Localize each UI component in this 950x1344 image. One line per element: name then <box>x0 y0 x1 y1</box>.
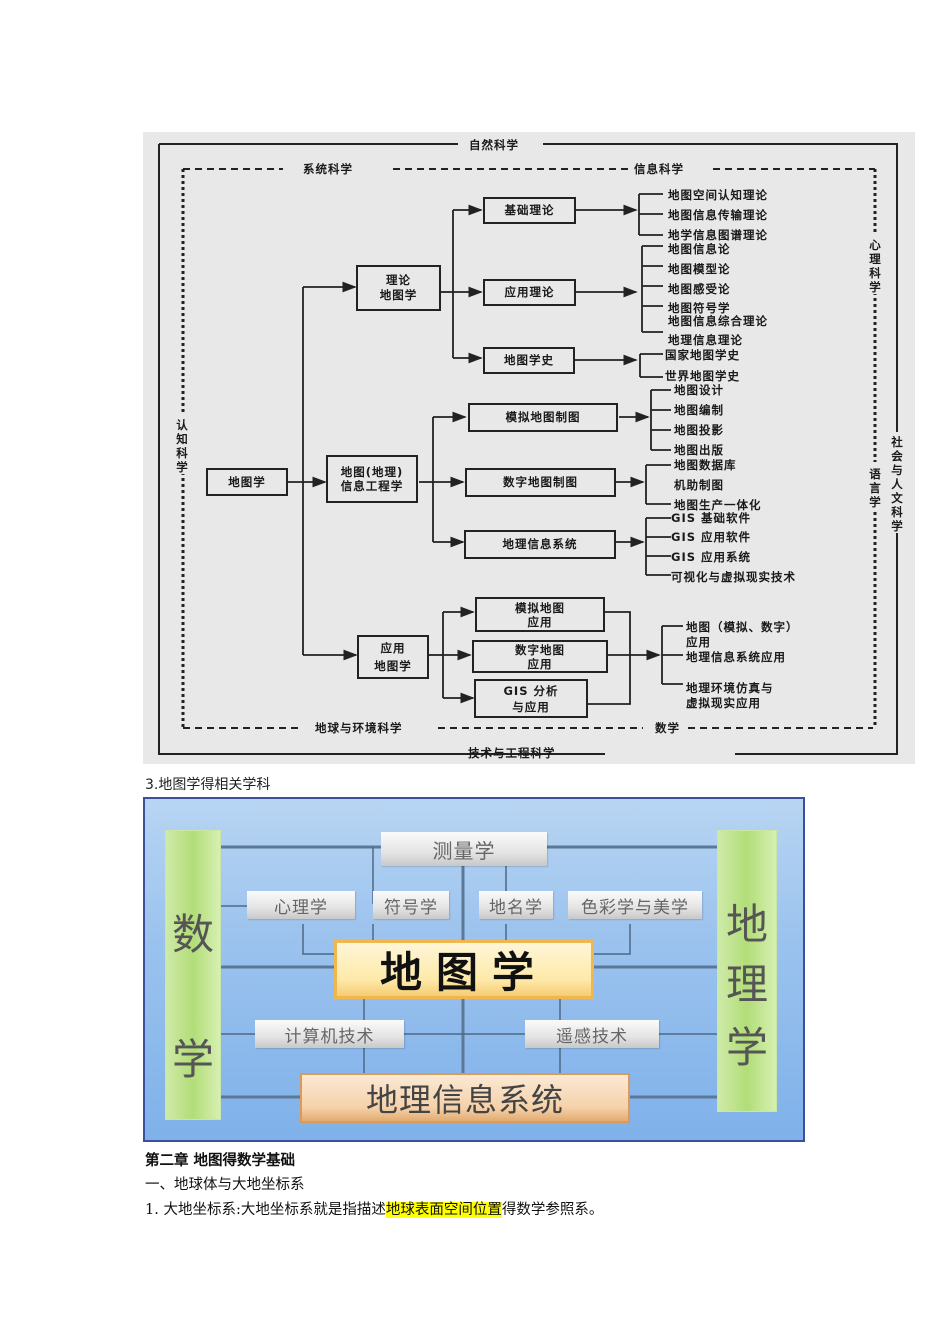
leaf-item: 地理信息系统应用 <box>686 650 786 664</box>
node-text: 理论 <box>386 273 411 287</box>
leaf-item: 地图信息论 <box>668 242 731 256</box>
outer-frame-right-bottom <box>735 510 898 755</box>
box-color-aesthetics: 色彩学与美学 <box>568 891 702 919</box>
leaf-item: 世界地图学史 <box>665 369 740 383</box>
node-analog-mapping: 模拟地图制图 <box>468 403 618 432</box>
connector-lines <box>220 845 717 1099</box>
node-digital-map-application: 数字地图 应用 <box>472 640 608 673</box>
leaf-item: 地学信息图谱理论 <box>668 228 768 242</box>
paragraph-text: 1. 大地坐标系:大地坐标系就是指描述 <box>145 1202 386 1218</box>
leaf-item: 地图符号学 <box>668 301 731 315</box>
label-linguistics: 语言学 <box>868 467 882 509</box>
highlighted-text: 地球表面空间位置 <box>385 1202 502 1218</box>
node-text: 数字地图 <box>515 642 565 657</box>
leaf-item: 应用 <box>686 635 711 649</box>
leaf-item: 地图生产一体化 <box>674 498 762 512</box>
paragraph: 1. 大地坐标系:大地坐标系就是指描述地球表面空间位置得数学参照系。 <box>145 1198 603 1219</box>
node-text: GIS 分析 <box>503 683 559 698</box>
node-applied-cartography: 应用 地图学 <box>357 635 429 679</box>
bar-char: 数 <box>171 910 214 959</box>
label-information-science: 信息科学 <box>634 162 684 176</box>
bar-char: 学 <box>725 1023 768 1072</box>
node-text: 与应用 <box>512 699 550 714</box>
leaf-item: 地图出版 <box>674 443 724 457</box>
leaf-item: 地图编制 <box>674 403 724 417</box>
section-heading: 一、地球体与大地坐标系 <box>145 1177 305 1193</box>
node-text: 地图(地理) <box>340 465 404 479</box>
mathematics-bar: 数 学 <box>165 830 221 1120</box>
leaf-item: 地图信息综合理论 <box>668 314 768 328</box>
node-cartography-history: 地图学史 <box>483 347 575 374</box>
label-mathematics: 数学 <box>655 721 680 735</box>
label-social-humanities: 社会与人文科学 <box>890 435 904 533</box>
node-text: 应用 <box>380 641 406 655</box>
leaf-item: 地图模型论 <box>668 262 731 276</box>
leaf-item: 地理环境仿真与 <box>686 681 774 695</box>
leaf-item: 国家地图学史 <box>665 348 740 362</box>
label-natural-science: 自然科学 <box>469 138 519 152</box>
outer-frame-left <box>158 144 605 755</box>
leaf-item: 机助制图 <box>674 478 724 492</box>
node-digital-mapping: 数字地图制图 <box>465 468 616 497</box>
box-cartography-center: 地图学 <box>334 940 594 999</box>
leaf-item: 地图感受论 <box>668 282 731 296</box>
leaf-item: 可视化与虚拟现实技术 <box>671 570 796 584</box>
node-text: 地图学 <box>374 659 412 673</box>
node-cartography: 地图学 <box>206 468 288 496</box>
section-caption: 3.地图学得相关学科 <box>145 777 271 793</box>
node-basic-theory: 基础理论 <box>483 197 576 224</box>
chapter-title: 第二章 地图得数学基础 <box>145 1153 296 1169</box>
paragraph-text: 得数学参照系。 <box>501 1202 604 1218</box>
outer-frame-top <box>159 143 898 432</box>
discipline-structure-diagram: 自然科学 技术与工程科学 认知科学 社会与人文科学 系统科学 信息科学 地球与环… <box>143 132 915 764</box>
node-gis-analysis: GIS 分析 与应用 <box>474 679 588 718</box>
leaf-item: GIS 应用系统 <box>671 550 752 564</box>
leaf-item: GIS 基础软件 <box>671 511 752 525</box>
geography-bar: 地 理 学 <box>717 830 777 1112</box>
node-text: 应用 <box>527 656 553 671</box>
node-text: 应用 <box>527 614 553 629</box>
leaf-item: 地图信息传输理论 <box>668 208 768 222</box>
leaf-item: 地图空间认知理论 <box>668 188 768 202</box>
box-computer-technology: 计算机技术 <box>255 1020 404 1048</box>
node-text: 信息工程学 <box>340 479 404 493</box>
bar-char: 地 <box>725 900 768 949</box>
leaf-item: 地理信息理论 <box>668 333 743 347</box>
leaf-item: 地图（模拟、数字） <box>686 620 799 634</box>
box-toponymy: 地名学 <box>479 891 553 919</box>
leaf-item: 虚拟现实应用 <box>686 696 761 710</box>
node-text: 地图学 <box>379 288 418 302</box>
bar-char: 理 <box>725 960 768 1009</box>
leaf-item: 地图数据库 <box>674 458 737 472</box>
node-theoretical-cartography: 理论 地图学 <box>356 265 441 311</box>
box-remote-sensing: 遥感技术 <box>525 1020 659 1048</box>
leaf-item: 地图设计 <box>674 383 724 397</box>
box-gis: 地理信息系统 <box>300 1073 630 1123</box>
node-info-engineering: 地图(地理) 信息工程学 <box>326 455 418 503</box>
node-gis: 地理信息系统 <box>464 530 616 559</box>
box-semiotics: 符号学 <box>373 891 449 919</box>
box-surveying: 测量学 <box>381 832 547 866</box>
related-disciplines-diagram: 数 学 地 理 学 测量学 心理学 符号学 地名学 色彩学与美学 地图学 计算机… <box>143 797 805 1142</box>
box-psychology: 心理学 <box>247 891 355 919</box>
label-systems-science: 系统科学 <box>303 162 353 176</box>
label-earth-env-science: 地球与环境科学 <box>315 721 403 735</box>
diagram-lines <box>158 143 898 755</box>
label-tech-engineering-science: 技术与工程科学 <box>468 746 556 760</box>
leaf-item: 地图投影 <box>674 423 724 437</box>
node-applied-theory: 应用理论 <box>483 279 576 306</box>
bar-char: 学 <box>171 1035 214 1084</box>
node-analog-map-application: 模拟地图 应用 <box>475 597 605 632</box>
node-text: 模拟地图 <box>515 600 565 615</box>
label-cognitive-science: 认知科学 <box>175 418 189 474</box>
leaf-item: GIS 应用软件 <box>671 530 752 544</box>
label-psychology: 心理科学 <box>868 238 882 294</box>
